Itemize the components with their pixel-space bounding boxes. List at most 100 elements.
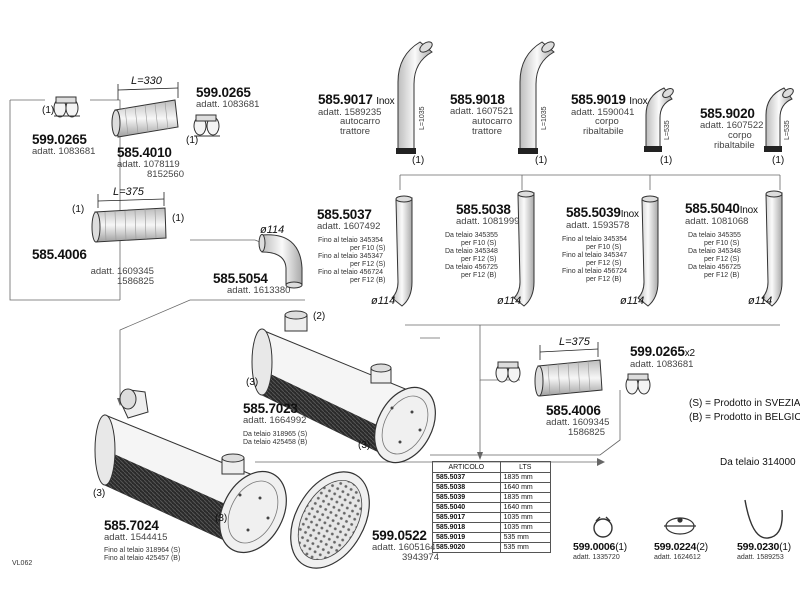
table-cell: 1035 mm (499, 522, 552, 533)
table-cell: 1835 mm (499, 472, 552, 483)
clamp-599-0006 (593, 516, 613, 538)
tail-pipe-585-5039 (637, 195, 659, 307)
stack-pipe-585-9018 (518, 41, 555, 154)
bracket-599-0224 (664, 517, 696, 535)
diameter-5040: ø114 (748, 295, 773, 307)
part-code: 585.5037 (317, 207, 372, 222)
part-code: 585.5054 (213, 271, 268, 286)
note-line: Da telaio 425458 (B) (243, 439, 308, 447)
part-code: 585.4010 (117, 145, 172, 160)
legend-sweden: (S) = Prodotto in SVEZIA (689, 398, 800, 409)
flex-pipe-585-4010 (111, 99, 179, 138)
table-cell: 585.9020 (432, 542, 501, 553)
table-cell: 585.5037 (432, 472, 501, 483)
part-label-585-9017: 585.9017 Inox adatt. 1589235 autocarro t… (318, 92, 395, 137)
pipe-length-l9020: L=535 (784, 120, 791, 140)
part-code: 585.9017 Inox (318, 92, 395, 107)
part-label-599-0224: 599.0224(2) adatt. 1624612 (654, 541, 708, 561)
part-sub: adatt. 1335720 (573, 553, 620, 561)
note-line: Fino al telaio 345354 (562, 236, 627, 243)
dimension-arrows (97, 82, 599, 360)
note-line: per F12 (S) (461, 256, 497, 264)
stack-pipe-585-9019 (644, 87, 674, 152)
part-sub: adatt. 1083681 (630, 358, 694, 370)
part-sub: adatt. 1083681 (196, 99, 260, 111)
part-code: 599.0522 (372, 528, 427, 543)
part-code: 585.9020 (700, 106, 755, 121)
clamp-right-mid-b (625, 373, 651, 395)
qty-muffler-7024-left: (3) (93, 488, 106, 499)
part-sub: adatt. 1664992 (243, 415, 307, 427)
part-label-599-0522: 599.0522 adatt. 1605164 3943974 (372, 528, 439, 563)
part-sub: adatt. 1589235 (318, 106, 382, 118)
clamp-left-top (53, 96, 80, 118)
note-line: Da telaio 345348 (688, 248, 741, 256)
note-line: Da telaio 318965 (S) (243, 431, 308, 438)
diameter-elbow: ø114 (260, 224, 285, 236)
part-code: 585.5040Inox (685, 201, 758, 216)
part-sub: ribaltabile (583, 126, 624, 138)
part-sub: adatt. 1081068 (685, 215, 749, 227)
note-line: Da telaio 456725 (445, 264, 498, 272)
qty-muffler-7023-right: (3) (358, 440, 371, 451)
qty-stack-9020: (1) (772, 155, 785, 166)
table-header-row: ARTICOLO LTS (432, 461, 552, 473)
note-line: per F10 (S) (461, 240, 497, 248)
part-label-599-0265-top: 599.0265 adatt. 1083681 (196, 85, 260, 111)
frame-note: Da telaio 314000 (720, 457, 796, 468)
table-cell: 585.9017 (432, 512, 501, 523)
grille-599-0522 (290, 471, 370, 569)
part-sub: adatt. 1590041 (571, 106, 635, 118)
tail-pipe-585-5037 (391, 195, 413, 307)
qty-stack-9019: (1) (660, 155, 673, 166)
part-code: 585.4006 (546, 403, 601, 418)
note-line: per F12 (B) (350, 277, 386, 285)
table-cell: 585.9018 (432, 522, 501, 533)
clamp-right-top (193, 114, 220, 137)
qty-muffler-7024-right: (3) (215, 513, 228, 524)
part-label-599-0006: 599.0006(1) adatt. 1335720 (573, 541, 627, 561)
part-label-599-0265-left: 599.0265 adatt. 1083681 (32, 132, 95, 157)
note-line: Fino al telaio 345347 (562, 252, 627, 260)
part-code: 585.9019 Inox (571, 92, 648, 107)
part-label-585-9018: 585.9018 adatt. 1607521 autocarro tratto… (450, 92, 514, 137)
elbow-pipe-585-5054 (258, 234, 303, 289)
part-sub: adatt. 1081999 (456, 216, 520, 228)
note-line: Fino al telaio 345354 (318, 237, 383, 244)
part-label-585-4006-left: 585.4006 (32, 247, 87, 262)
part-sub: adatt. 1078119 (117, 159, 180, 171)
part-sub: adatt. 1613380 (227, 285, 291, 297)
part-sub: adatt. 1609345 (90, 266, 154, 277)
part-code: 585.4006 (32, 247, 87, 262)
pipe-length-labels: L=1035 L=1035 L=535 L=535 (419, 106, 791, 140)
part-sub: 1586825 (568, 427, 605, 439)
part-sub: autocarro (472, 116, 513, 128)
part-label-585-5037: 585.5037 adatt. 1607492 (317, 207, 381, 233)
qty-muffler-7023-left: (3) (246, 377, 259, 388)
note-line: per F10 (S) (350, 245, 386, 253)
part-label-585-7023: 585.7023 adatt. 1664992 (243, 401, 307, 427)
qty-stack-9017: (1) (412, 155, 425, 166)
tail-pipe-585-5038 (513, 190, 535, 307)
table-header: ARTICOLO (432, 461, 501, 473)
note-line: per F10 (S) (704, 240, 740, 248)
clamp-right-mid-a (495, 361, 521, 383)
part-sub: adatt. 1624612 (654, 553, 701, 561)
part-notes-585-7024: Fino al telaio 318964 (S) Fino al telaio… (104, 547, 180, 563)
note-line: Da telaio 456725 (688, 264, 741, 272)
part-sub: adatt. 1607522 (700, 120, 764, 132)
qty-flex-left: (1) (72, 204, 85, 215)
part-label-585-7024: 585.7024 adatt. 1544415 (104, 518, 167, 543)
part-label-585-9020: 585.9020 adatt. 1607522 corpo ribaltabil… (700, 106, 764, 151)
part-sub: adatt. 1607492 (317, 221, 381, 233)
part-sub: adatt. 1607521 (450, 106, 514, 118)
note-line: per F10 (S) (586, 244, 622, 252)
